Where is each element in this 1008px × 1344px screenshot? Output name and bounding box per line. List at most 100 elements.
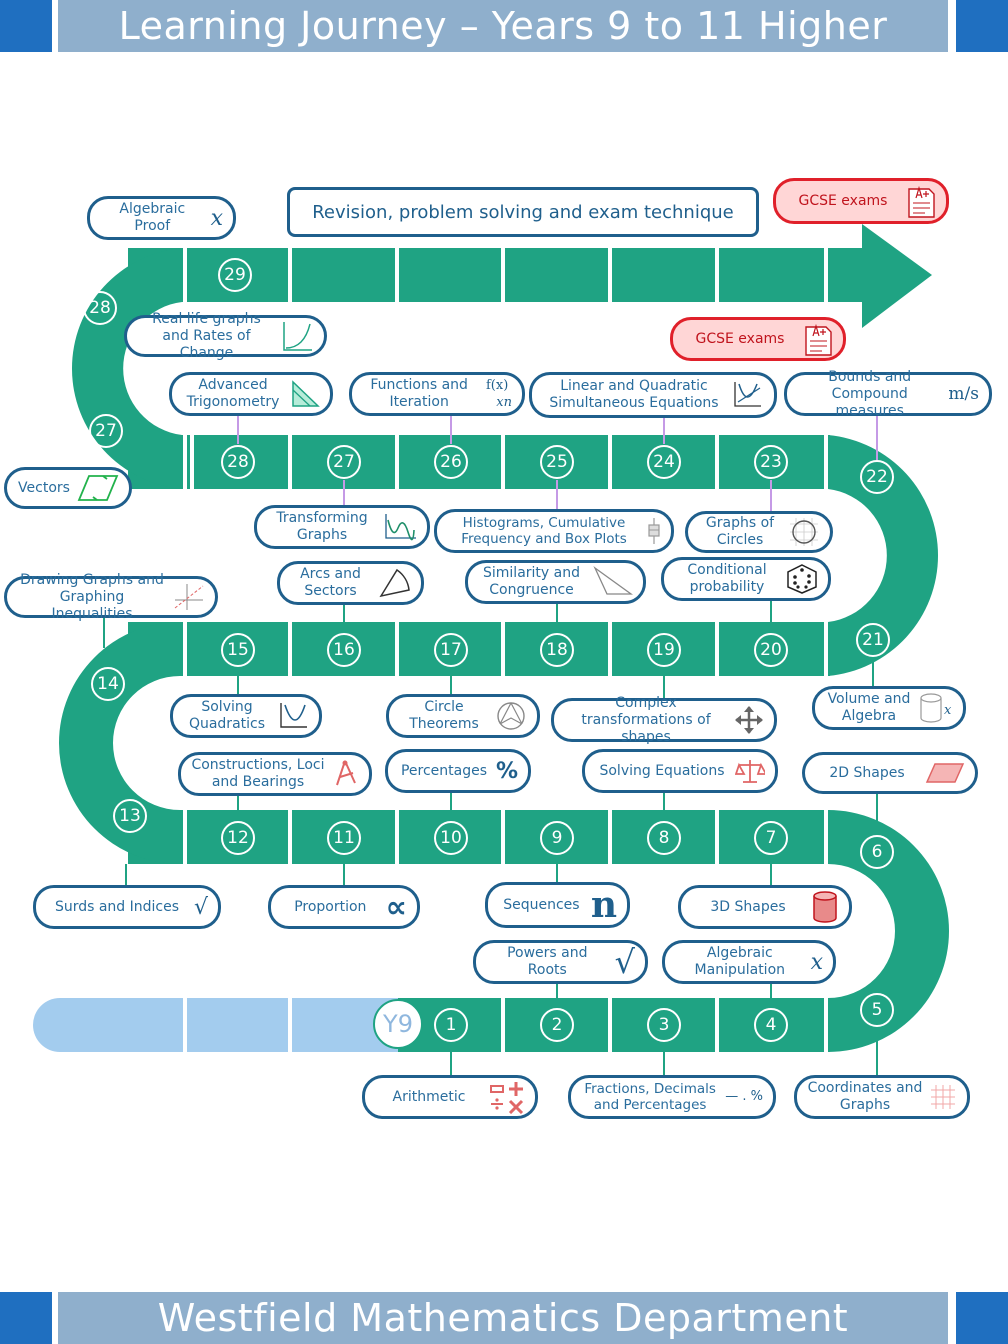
- step-9: 9: [540, 821, 574, 855]
- gcse-exams-mock[interactable]: GCSE exams: [670, 317, 846, 361]
- header-left-block: [0, 0, 52, 52]
- topic-fractions-decimals-percentages[interactable]: Fractions, Decimals and Percentages — . …: [568, 1075, 776, 1119]
- sector-icon: [377, 566, 411, 600]
- road-start-segment: [33, 998, 400, 1052]
- topic-label: Conditional probability: [687, 562, 767, 595]
- topic-3d-shapes[interactable]: 3D Shapes: [678, 885, 852, 929]
- step-5: 5: [860, 993, 894, 1027]
- topic-constructions-loci-bearings[interactable]: Constructions, Loci and Bearings: [178, 752, 372, 796]
- proportional-icon: ∝: [385, 889, 407, 925]
- topic-label: Functions and Iteration: [370, 377, 468, 410]
- topic-complex-transformations[interactable]: Complex transformations of shapes: [551, 695, 777, 745]
- topic-vectors[interactable]: Vectors: [4, 467, 132, 509]
- road-curve-left-2: [71, 248, 182, 489]
- topic-label: Histograms, Cumulative Frequency and Box…: [461, 515, 627, 547]
- topic-label: 2D Shapes: [829, 764, 905, 781]
- rate-curve-icon: [282, 320, 314, 352]
- inequality-graph-icon: [173, 582, 205, 612]
- step-14: 14: [91, 667, 125, 701]
- function-icon: f(x) xn: [482, 377, 512, 411]
- topic-proportion[interactable]: Proportion ∝: [268, 885, 420, 929]
- topic-bounds-compound-measures[interactable]: Bounds and Compound measures m/s: [784, 369, 992, 419]
- topic-drawing-graphs-inequalities[interactable]: Drawing Graphs and Graphing Inequalities: [4, 572, 218, 622]
- footer-left-block: [0, 1292, 52, 1344]
- topic-conditional-probability[interactable]: Conditional probability: [661, 557, 831, 601]
- cylinder-icon: [811, 890, 839, 924]
- step-29: 29: [218, 258, 252, 292]
- topic-label: Surds and Indices: [54, 898, 180, 915]
- operations-icon: [489, 1080, 525, 1114]
- triangle-icon: [591, 566, 633, 598]
- topic-label: Advanced Trigonometry: [186, 377, 280, 410]
- topic-advanced-trigonometry[interactable]: Advanced Trigonometry: [169, 372, 333, 416]
- revision-banner[interactable]: Revision, problem solving and exam techn…: [287, 187, 759, 237]
- topic-powers-roots[interactable]: Powers and Roots √: [473, 940, 648, 984]
- nth-term-icon: n: [590, 883, 617, 926]
- grid-icon: [929, 1083, 957, 1111]
- revision-label: Revision, problem solving and exam techn…: [312, 201, 734, 223]
- topic-histograms-boxplots[interactable]: Histograms, Cumulative Frequency and Box…: [434, 509, 674, 553]
- topic-solving-equations[interactable]: Solving Equations: [582, 749, 778, 793]
- header-bar: Learning Journey – Years 9 to 11 Higher: [0, 0, 1008, 52]
- step-4: 4: [754, 1008, 788, 1042]
- gcse-exams-final[interactable]: GCSE exams: [773, 178, 949, 224]
- topic-functions-iteration[interactable]: Functions and Iteration f(x) xn: [349, 372, 525, 416]
- footer-title: Westfield Mathematics Department: [157, 1296, 849, 1340]
- step-11: 11: [327, 821, 361, 855]
- topic-label: Arcs and Sectors: [300, 566, 361, 599]
- topic-surds-indices[interactable]: Surds and Indices √: [33, 885, 221, 929]
- topic-volume-algebra[interactable]: Volume and Algebra x: [812, 686, 966, 730]
- step-25: 25: [540, 445, 574, 479]
- exam-label: GCSE exams: [798, 192, 888, 209]
- percent-icon: %: [495, 758, 518, 784]
- root-icon: √: [614, 942, 635, 981]
- topic-percentages[interactable]: Percentages %: [385, 749, 531, 793]
- step-21: 21: [856, 623, 890, 657]
- topic-circle-theorems[interactable]: Circle Theorems: [386, 694, 540, 738]
- header-banner: Learning Journey – Years 9 to 11 Higher: [58, 0, 948, 52]
- topic-label: Algebraic Proof: [119, 201, 186, 234]
- topic-algebraic-proof[interactable]: Algebraic Proof x: [87, 196, 236, 240]
- topic-graphs-of-circles[interactable]: Graphs of Circles: [685, 511, 833, 553]
- speed-unit-icon: m/s: [948, 383, 979, 404]
- step-27: 27: [327, 445, 361, 479]
- exam-paper-icon: [803, 321, 833, 357]
- step-10: 10: [434, 821, 468, 855]
- topic-2d-shapes[interactable]: 2D Shapes: [802, 752, 978, 794]
- topic-coordinates-graphs[interactable]: Coordinates and Graphs: [794, 1075, 970, 1119]
- box-plot-icon: [647, 516, 661, 546]
- iteration-notation: xn: [496, 395, 512, 410]
- step-20: 20: [754, 633, 788, 667]
- topic-label: Powers and Roots: [507, 945, 588, 978]
- start-label: Y9: [383, 1010, 413, 1038]
- topic-sequences[interactable]: Sequences n: [485, 882, 630, 928]
- cylinder-algebra-icon: x: [919, 692, 953, 724]
- header-right-block: [956, 0, 1008, 52]
- topic-linear-quadratic-simultaneous[interactable]: Linear and Quadratic Simultaneous Equati…: [529, 372, 777, 418]
- topic-arithmetic[interactable]: Arithmetic: [362, 1075, 538, 1119]
- circle-graph-icon: [788, 516, 820, 548]
- road-curve-left-1: [59, 622, 180, 864]
- root-icon: √: [193, 894, 208, 920]
- footer-bar: Westfield Mathematics Department: [0, 1292, 1008, 1344]
- topic-solving-quadratics[interactable]: Solving Quadratics: [170, 694, 322, 738]
- compass-icon: [331, 759, 359, 789]
- topic-algebraic-manipulation[interactable]: Algebraic Manipulation x: [662, 940, 836, 984]
- topic-label: 3D Shapes: [710, 898, 786, 915]
- dice-icon: [786, 563, 818, 595]
- step-15: 15: [221, 633, 255, 667]
- topic-transforming-graphs[interactable]: Transforming Graphs: [254, 505, 430, 549]
- step-8: 8: [647, 821, 681, 855]
- topic-real-life-graphs[interactable]: Real life graphs and Rates of Change: [124, 311, 327, 361]
- topic-label: Solving Equations: [599, 762, 725, 779]
- topic-label: Fractions, Decimals and Percentages: [584, 1081, 716, 1113]
- topic-label: Drawing Graphs and Graphing Inequalities: [20, 571, 164, 622]
- topic-label: Solving Quadratics: [188, 699, 266, 732]
- wave-graph-icon: [383, 512, 417, 542]
- topic-similarity-congruence[interactable]: Similarity and Congruence: [465, 560, 646, 604]
- topic-arcs-sectors[interactable]: Arcs and Sectors: [277, 561, 424, 605]
- footer-right-block: [956, 1292, 1008, 1344]
- step-7: 7: [754, 821, 788, 855]
- step-3: 3: [647, 1008, 681, 1042]
